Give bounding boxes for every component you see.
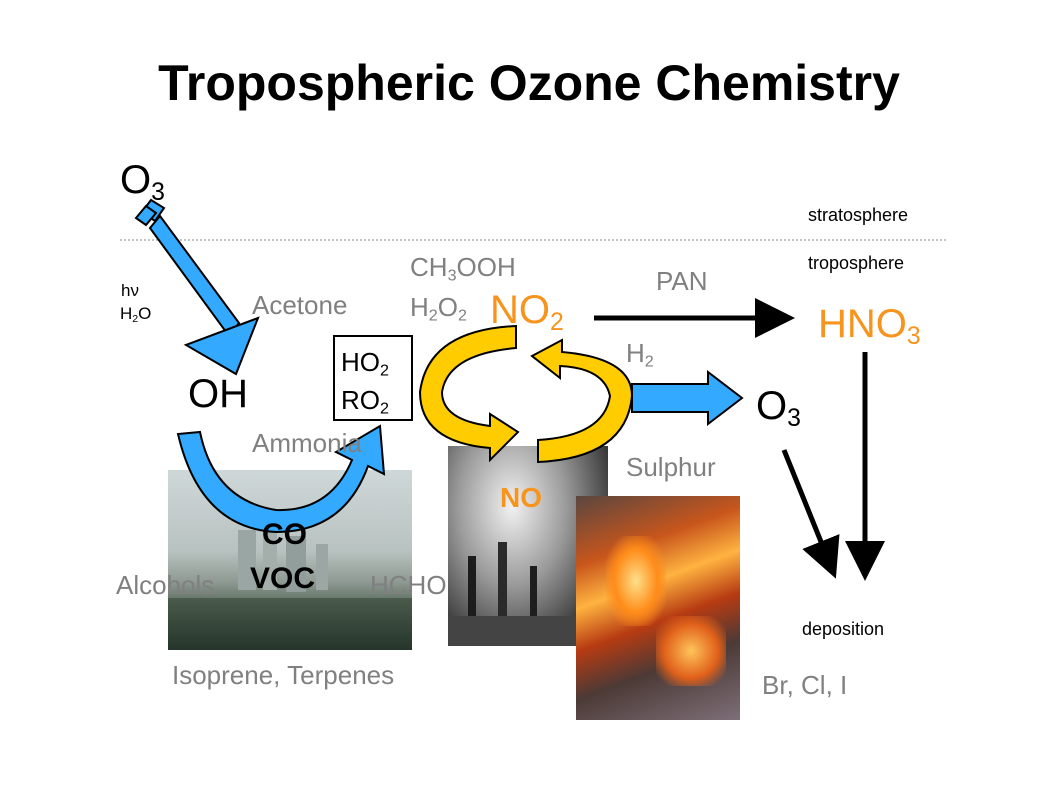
oh-to-ho2-arrow [176, 424, 386, 534]
sulphur-label: Sulphur [626, 452, 716, 482]
nitric-oxide: NO [500, 482, 542, 513]
ammonia-label: Ammonia [252, 428, 362, 458]
alcohols-label: Alcohols [116, 570, 215, 600]
ho2-label: HO2 [341, 347, 389, 380]
peroxy-radicals-box: HO2 RO2 [333, 335, 413, 421]
ro2-label: RO2 [341, 385, 389, 418]
ozone-tropospheric: O3 [756, 384, 801, 432]
hydrogen-peroxide-label: H2O2 [410, 292, 467, 325]
forest-fire-photo [576, 496, 740, 720]
ozone-stratospheric: O3 [120, 158, 165, 206]
formaldehyde-label: HCHO [370, 570, 447, 600]
nox-cycle-arrows [418, 324, 634, 464]
methyl-hydroperoxide-label: CH3OOH [410, 252, 516, 285]
halogens-label: Br, Cl, I [762, 670, 848, 700]
troposphere-label: troposphere [808, 253, 905, 273]
photolysis-hv-label: hν [121, 281, 139, 300]
h2-arrow [631, 369, 744, 427]
voc-label: VOC [250, 562, 316, 595]
hydroxyl-radical: OH [188, 372, 248, 416]
isoprene-terpenes-label: Isoprene, Terpenes [172, 660, 395, 690]
acetone-label: Acetone [252, 290, 348, 320]
photolysis-arrow [134, 198, 260, 376]
co-label: CO [262, 518, 307, 551]
o3-deposition-arrow [781, 449, 840, 579]
hydrogen-label: H2 [626, 338, 654, 371]
pan-label: PAN [656, 266, 708, 296]
page-title: Tropospheric Ozone Chemistry [158, 55, 900, 111]
deposition-label: deposition [802, 619, 885, 639]
smog-city-photo [168, 470, 412, 650]
nitrogen-dioxide: NO2 [490, 288, 564, 336]
stratosphere-label: stratosphere [808, 205, 909, 225]
photolysis-water-label: H2O [120, 304, 152, 325]
nitric-acid: HNO3 [818, 302, 921, 350]
